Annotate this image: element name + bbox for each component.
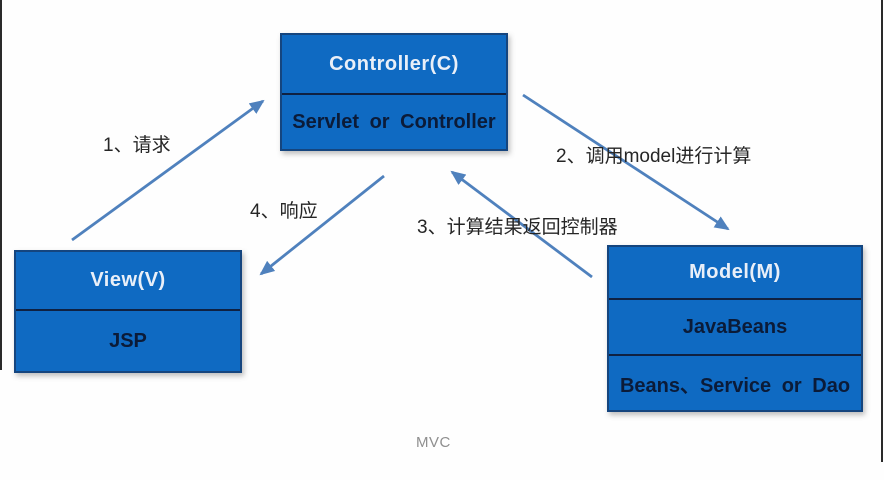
left-edge-line [0, 0, 2, 370]
diagram-caption: MVC [416, 434, 451, 451]
arrow-response [259, 174, 385, 276]
edge-label-call-model: 2、调用model进行计算 [556, 146, 752, 167]
view-title: View(V) [90, 269, 166, 291]
model-row-javabeans: JavaBeans [609, 298, 861, 354]
model-row-beans-service-dao: Beans、Service or Dao [609, 354, 861, 410]
right-edge-line [881, 0, 883, 462]
controller-row-servlet: Servlet or Controller [282, 93, 506, 149]
edge-label-request: 1、请求 [103, 135, 171, 156]
edge-label-return-result: 3、计算结果返回控制器 [417, 217, 618, 238]
arrow-request [71, 99, 265, 242]
controller-node: Controller(C) Servlet or Controller [280, 33, 508, 151]
controller-title: Controller(C) [329, 52, 459, 75]
view-row-jsp: JSP [16, 309, 240, 371]
model-title: Model(M) [689, 261, 781, 283]
model-node: Model(M) JavaBeans Beans、Service or Dao [607, 245, 863, 412]
view-node: View(V) JSP [14, 250, 242, 373]
edge-label-response: 4、响应 [250, 201, 318, 222]
